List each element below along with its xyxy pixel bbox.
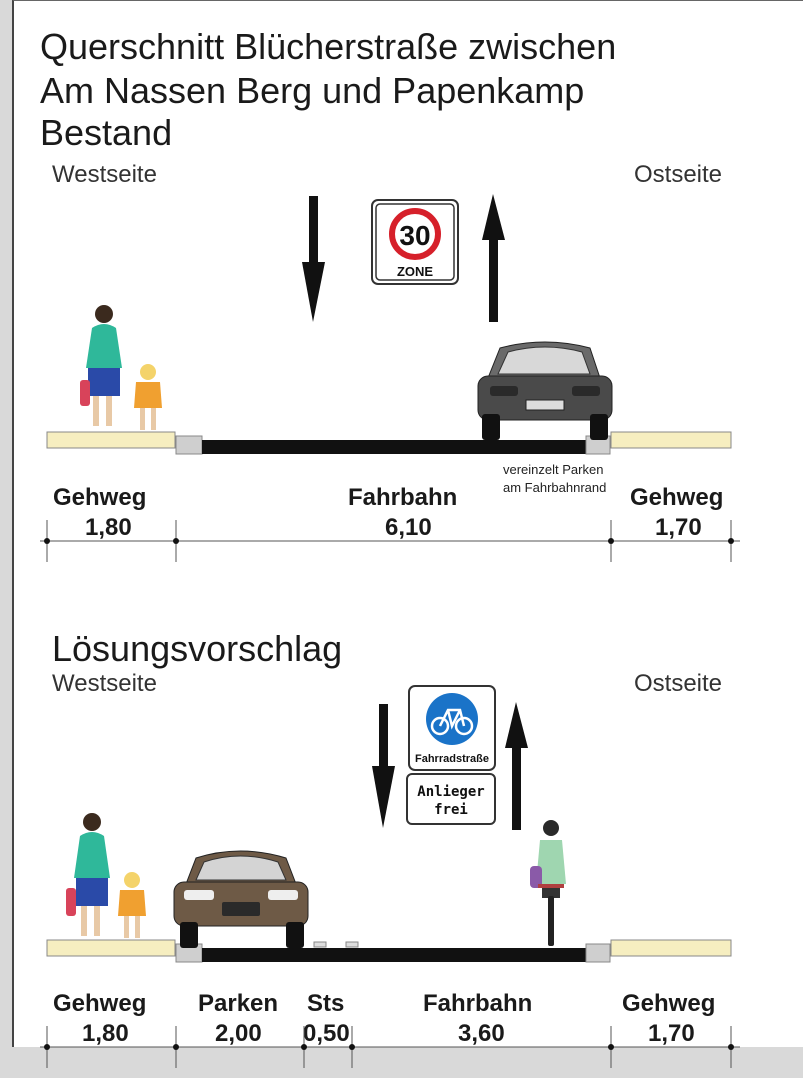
arrow-up-bottom [505, 702, 528, 830]
bottom-segment-label-gehweg-east: Gehweg [622, 990, 716, 1017]
title-line-1: Querschnitt Blücherstraße zwischen [40, 26, 617, 67]
zone-sign-label: ZONE [397, 264, 433, 279]
marking-stone-2 [345, 941, 359, 948]
dimension-line-top [40, 520, 740, 562]
top-segment-label-gehweg-west: Gehweg [53, 484, 147, 511]
resident-access-sign-icon: Anlieger frei [406, 773, 496, 825]
access-sign-line-1: Anlieger [417, 784, 484, 800]
car-rear-view-gray-icon [477, 341, 613, 440]
bottom-segment-label-sts: Sts [307, 990, 345, 1017]
title-line-2: Am Nassen Berg und Papenkamp [40, 70, 585, 111]
pedestrian-woman-bottom-icon [66, 813, 110, 936]
top-segment-label-fahrbahn: Fahrbahn [348, 484, 458, 511]
bicycle-street-sign-icon: Fahrradstraße [408, 685, 496, 771]
dimension-line-bottom [40, 1026, 740, 1068]
pedestrian-child-icon [134, 364, 162, 430]
pedestrian-woman-icon [80, 305, 122, 426]
marking-stone-1 [313, 941, 327, 948]
top-segment-width-gehweg-west: 1,80 [85, 514, 132, 541]
road-top [202, 440, 586, 454]
arrow-up-top [482, 194, 505, 322]
zone-30-sign-icon: 30 ZONE [371, 199, 459, 285]
west-label-top: Westseite [52, 161, 157, 188]
west-label-bottom: Westseite [52, 670, 157, 697]
top-segment-width-fahrbahn: 6,10 [385, 514, 432, 541]
bottom-segment-width-gehweg-east: 1,70 [648, 1020, 695, 1047]
bottom-segment-label-fahrbahn: Fahrbahn [423, 990, 533, 1017]
parking-note-line-1: vereinzelt Parken [503, 462, 604, 477]
solution-title: Lösungsvorschlag [52, 628, 343, 669]
top-segment-width-gehweg-east: 1,70 [655, 514, 702, 541]
sidewalk-west-top [46, 431, 176, 449]
road-bottom [202, 948, 586, 962]
bottom-segment-width-fahrbahn: 3,60 [458, 1020, 505, 1047]
bottom-segment-label-parken: Parken [198, 990, 279, 1017]
zone-sign-number: 30 [399, 220, 430, 251]
arrow-down-top [302, 196, 325, 322]
curb-east-bottom [585, 943, 611, 963]
bottom-segment-label-gehweg-west: Gehweg [53, 990, 147, 1017]
diagram-frame [12, 0, 803, 1047]
top-segment-label-gehweg-east: Gehweg [630, 484, 724, 511]
bottom-segment-width-gehweg-west: 1,80 [82, 1020, 129, 1047]
sidewalk-east-top [610, 431, 732, 449]
bottom-segment-width-sts: 0,50 [303, 1020, 350, 1047]
sidewalk-east-bottom [610, 939, 732, 957]
east-label-bottom: Ostseite [634, 670, 723, 697]
pedestrian-child-bottom-icon [118, 872, 146, 938]
car-front-view-brown-icon [173, 850, 309, 948]
cyclist-icon [530, 820, 566, 946]
arrow-down-bottom [372, 704, 395, 828]
parking-note-line-2: am Fahrbahnrand [503, 480, 607, 495]
access-sign-line-2: frei [434, 802, 468, 818]
bicycle-sign-label: Fahrradstraße [415, 753, 489, 765]
east-label-top: Ostseite [634, 161, 723, 188]
curb-west-top [175, 435, 203, 455]
title-line-3: Bestand [40, 112, 173, 153]
bottom-segment-width-parken: 2,00 [215, 1020, 262, 1047]
sidewalk-west-bottom [46, 939, 176, 957]
